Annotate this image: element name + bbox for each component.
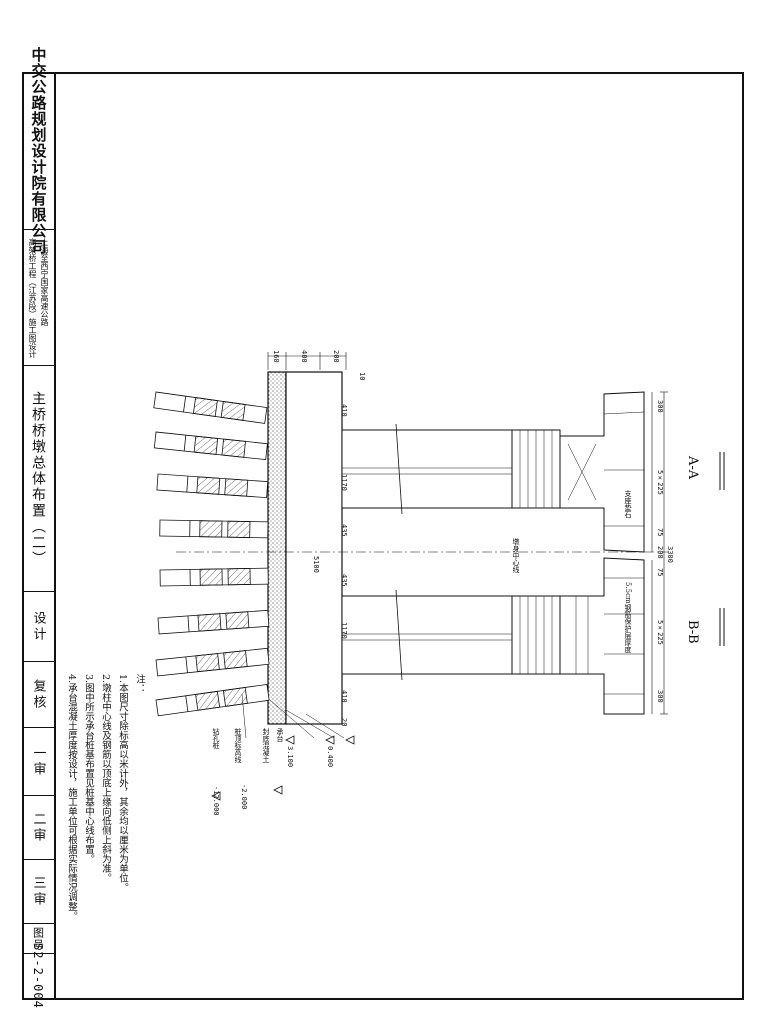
dim-top-200: 200 (332, 350, 340, 363)
pile (153, 431, 268, 461)
dim-b-75: 75 (656, 568, 664, 577)
pile-cap (267, 371, 343, 725)
title-block-design-cell: 设计 (22, 592, 54, 662)
drawing-no-label: 图号 (31, 926, 45, 951)
pile (155, 647, 270, 677)
dim-small-20: 20 (340, 718, 348, 727)
section-title-b-b: B-B (685, 620, 700, 644)
dim-top-160: 160 (272, 350, 280, 363)
title-block-check2-cell: 二审 (22, 796, 54, 860)
dim-h-435a: 435 (340, 524, 348, 537)
notes-block: 注： 1.本图尺寸除标高以米计外，其余均以厘米为单位。 2.墩柱中心线及钢筋以顶… (66, 674, 145, 974)
label-seal: 封底混凝土 (262, 728, 270, 763)
pile-group (153, 391, 270, 717)
project-line-2: 高架桥工程（江苏段）施工图设计 (28, 237, 37, 358)
elevation-markers (211, 735, 355, 801)
notes-heading: 注： (134, 674, 145, 693)
elevation-3100: 3.100 (286, 746, 294, 768)
title-block: 中交公路规划设计院有限公司 上海至西宁国家高速公路 高架桥工程（江苏段）施工图设… (22, 47, 56, 1009)
pile (155, 683, 270, 717)
role-design: 设计 (30, 610, 46, 643)
dim-top-400: 400 (300, 350, 308, 363)
note-item-1: 1.本图尺寸除标高以米计外，其余均以厘米为单位。 (117, 674, 128, 893)
dim-total-3300: 3300 (666, 546, 674, 563)
pile (156, 473, 269, 499)
title-block-drawing-no-cell: S2-2-004 (22, 943, 54, 1009)
title-block-company-cell: 中交公路规划设计院有限公司 (22, 47, 54, 255)
dim-b-5x225: 5×225 (656, 620, 664, 645)
section-title-a-a: A-A (685, 456, 700, 480)
title-block-review-cell: 复核 (22, 662, 54, 728)
label-pile: 钻孔桩 (212, 728, 220, 749)
dim-h-435b: 435 (340, 574, 348, 587)
label-cap: 承台 (276, 728, 284, 742)
drawing-number: S2-2-004 (31, 943, 45, 1009)
leader-lines (241, 693, 345, 739)
centerline-label: 墩身中心线 (512, 538, 520, 573)
note-item-4: 4.承台混凝土厚度按设计，施工单位可根据实际情况调整。 (66, 674, 77, 921)
top-dimension-chain (267, 352, 347, 370)
title-block-drawing-no-label-cell: 图号 (22, 924, 54, 954)
dim-a-200: 200 (656, 546, 664, 559)
title-block-check3-cell: 三审 (22, 860, 54, 924)
role-check-2: 二审 (30, 811, 46, 844)
pile (159, 567, 269, 587)
section-b-note: 5.5cm钢筋保护层厚度 (624, 582, 632, 653)
pile (157, 609, 270, 635)
section-marks (719, 452, 725, 646)
pile (159, 519, 269, 539)
pier-column-lower (341, 589, 561, 681)
section-b-b-pier-cap (559, 557, 653, 715)
elevation-minus-2000: -2.000 (240, 784, 248, 810)
note-item-3: 3.图中所示承台桩基布置见桩基中心线布置。 (83, 674, 94, 864)
dim-a-300: 300 (656, 400, 664, 413)
dim-a-75: 75 (656, 528, 664, 537)
title-block-check1-cell: 一审 (22, 728, 54, 796)
overall-dimension-line (660, 391, 668, 715)
role-check-3: 三审 (30, 875, 46, 908)
drawing-sheet-border (22, 72, 744, 1000)
elevation-minus-12000: -12.000 (212, 786, 220, 816)
drawing-title: 主桥桥墩总体布置（二） (30, 390, 46, 567)
label-pile-top: 桩顶标高线 (234, 728, 242, 763)
dim-h-5100: 5100 (312, 556, 320, 573)
dim-h-1170: 1170 (340, 474, 348, 491)
pier-column-upper (341, 423, 561, 515)
pier-layout-drawing (153, 352, 725, 801)
title-block-project-cell: 上海至西宁国家高速公路 高架桥工程（江苏段）施工图设计 (22, 230, 54, 366)
dim-small-10: 10 (358, 372, 366, 381)
dim-a-5x225: 5×225 (656, 470, 664, 495)
dim-h-1170b: 1170 (340, 622, 348, 639)
company-name: 中交公路规划设计院有限公司 (29, 46, 48, 255)
section-a-note: 支座垫石 (624, 490, 632, 518)
role-review: 复核 (30, 678, 46, 711)
note-item-2: 2.墩柱中心线及钢筋以顶底上缘向低侧上斜为准。 (100, 674, 111, 883)
elevation-0400: 0.400 (326, 746, 334, 768)
section-a-a-pier-cap (559, 391, 653, 553)
project-line-1: 上海至西宁国家高速公路 (40, 237, 49, 326)
role-check-1: 一审 (30, 745, 46, 778)
pile (153, 391, 268, 424)
dim-b-300: 300 (656, 690, 664, 703)
dim-h-410b: 410 (340, 690, 348, 703)
title-block-drawing-title-cell: 主桥桥墩总体布置（二） (22, 366, 54, 592)
dim-h-410: 410 (340, 404, 348, 417)
